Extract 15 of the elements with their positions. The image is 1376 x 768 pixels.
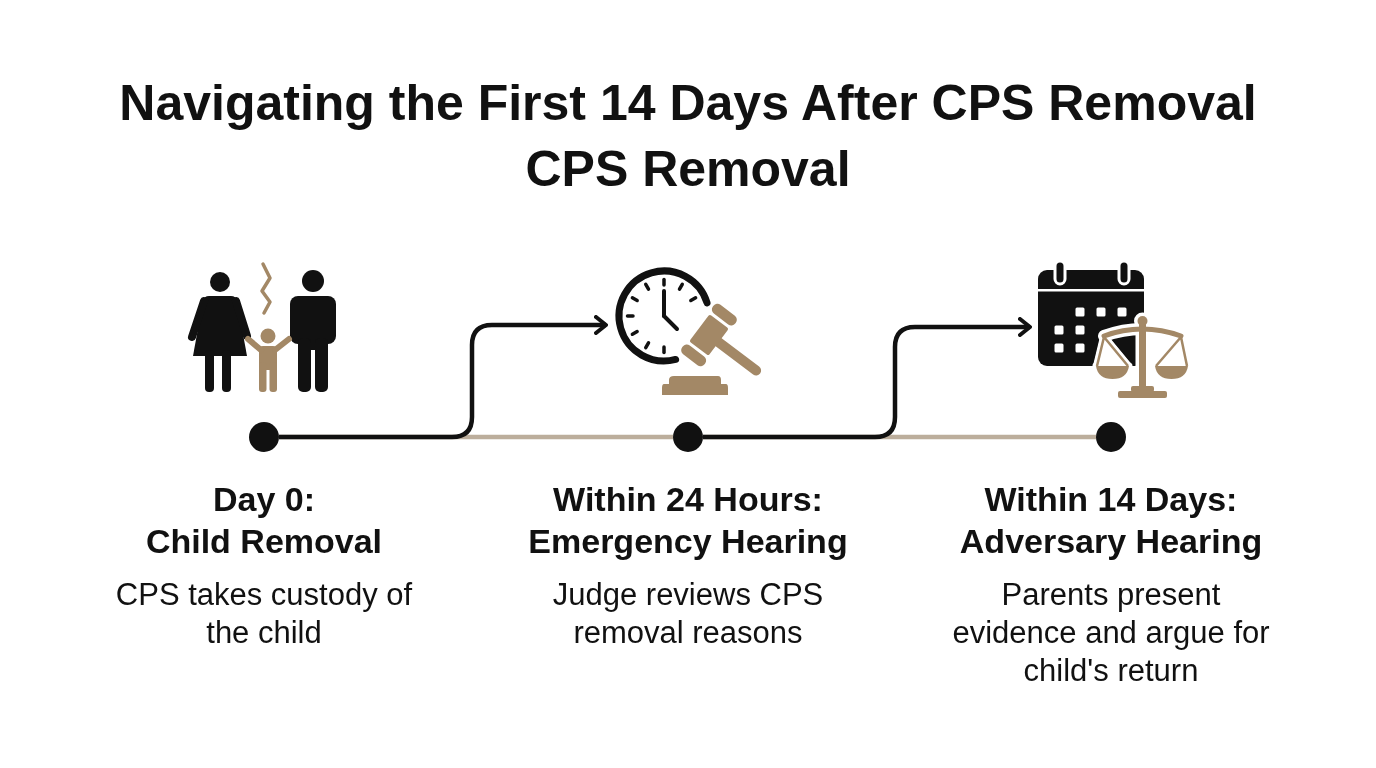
step-description: CPS takes custody of the child xyxy=(114,576,414,652)
step-description: Judge reviews CPS removal reasons xyxy=(551,576,825,652)
step-heading: Within 24 Hours: xyxy=(553,479,823,520)
timeline-dot xyxy=(249,422,279,452)
title: Navigating the First 14 Days After CPS Removal CPS Removal xyxy=(118,74,1258,199)
step-heading: Day 0: xyxy=(212,479,316,520)
step-heading: Emergency Hearing xyxy=(528,521,848,562)
timeline-dot xyxy=(1096,422,1126,452)
step-heading: Within 14 Days: xyxy=(984,479,1238,520)
step-heading: Adversary Hearing xyxy=(959,521,1263,562)
step-heading: Child Removal xyxy=(145,521,383,562)
step-description: Parents present evidence and argue for child's return xyxy=(951,576,1271,690)
timeline-dot xyxy=(673,422,703,452)
timeline-arrow xyxy=(703,317,1032,440)
timeline-arrow xyxy=(279,315,608,440)
